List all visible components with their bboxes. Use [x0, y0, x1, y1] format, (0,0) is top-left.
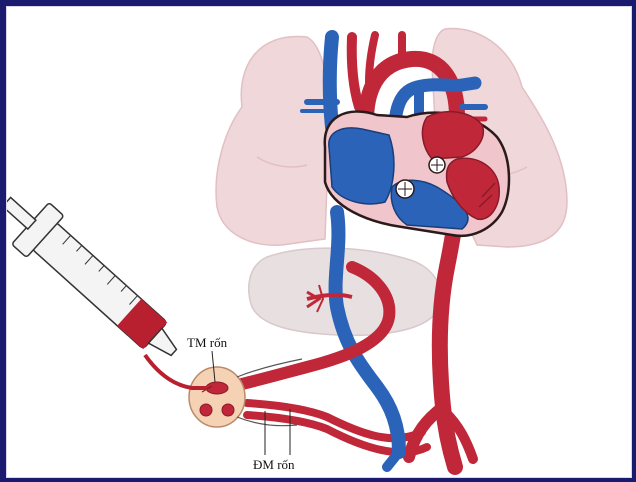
- label-umbilical-artery: ĐM rốn: [253, 457, 295, 472]
- umbilical-catheter-diagram: TM rốn ĐM rốn: [7, 7, 631, 477]
- umbilical-artery-lumen-right: [222, 404, 234, 416]
- syringe: [7, 181, 207, 388]
- umbilical-artery-lumen-left: [200, 404, 212, 416]
- label-umbilical-vein: TM rốn: [187, 335, 228, 350]
- left-lung: [216, 37, 329, 246]
- diagram-frame: TM rốn ĐM rốn: [6, 6, 632, 478]
- right-atrium: [329, 128, 394, 204]
- umbilical-cord-section: [189, 367, 245, 427]
